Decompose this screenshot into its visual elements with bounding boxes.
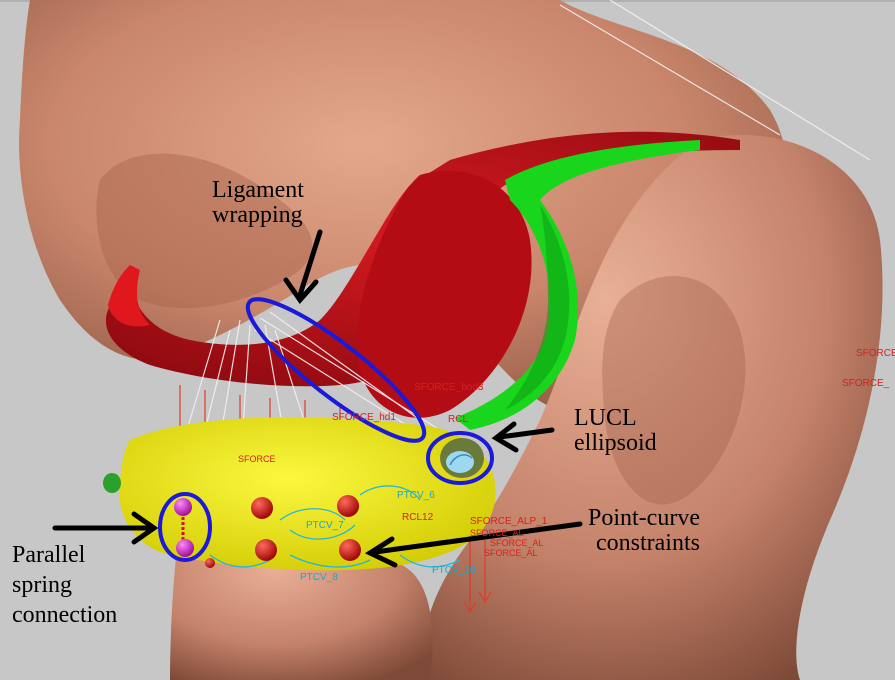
label-sforce-small-1: SFORCE_AL bbox=[470, 528, 524, 538]
callout-line: Parallel bbox=[12, 540, 117, 570]
label-ptcv-10: PTCV_10 bbox=[432, 565, 476, 576]
label-sforce-left: SFORCE bbox=[238, 454, 276, 464]
lucl-ellipsoid-shape bbox=[440, 438, 484, 478]
callout-line: ellipsoid bbox=[574, 431, 657, 456]
label-rcl12: RCL12 bbox=[402, 512, 434, 523]
label-sforce-right-2: SFORCE_ bbox=[842, 378, 890, 389]
ligament-wrapping-callout: Ligament wrapping bbox=[212, 178, 304, 228]
label-ptcv-6: PTCV_6 bbox=[397, 490, 435, 501]
label-sforce-top: SFORCE_bod3 bbox=[414, 382, 484, 393]
label-ptcv-7: PTCV_7 bbox=[306, 520, 344, 531]
callout-line: LUCL bbox=[574, 406, 657, 431]
callout-line: connection bbox=[12, 600, 117, 630]
label-sforce-small-3: SFORCE_AL bbox=[484, 548, 538, 558]
parallel-spring-connection-callout: Parallel spring connection bbox=[12, 540, 117, 630]
point-curve-constraints-callout: Point-curve constraints bbox=[588, 506, 700, 556]
label-sforce-mid: SFORCE_hd1 bbox=[332, 412, 396, 423]
callout-line: Point-curve bbox=[588, 506, 700, 531]
callout-line: spring bbox=[12, 570, 117, 600]
callout-line: Ligament bbox=[212, 178, 304, 203]
label-sforce-small-2: SFORCE_AL bbox=[490, 538, 544, 548]
label-rcl: RCL bbox=[448, 414, 468, 425]
label-sforce-right-1: SFORCE_ bbox=[856, 348, 895, 359]
callout-line: constraints bbox=[588, 531, 700, 556]
green-marker bbox=[103, 473, 121, 493]
label-ptcv-8: PTCV_8 bbox=[300, 572, 338, 583]
callout-line: wrapping bbox=[212, 203, 304, 228]
lucl-ellipsoid-callout: LUCL ellipsoid bbox=[574, 406, 657, 456]
label-sforce-alp-1: SFORCE_ALP_1 bbox=[470, 516, 548, 527]
